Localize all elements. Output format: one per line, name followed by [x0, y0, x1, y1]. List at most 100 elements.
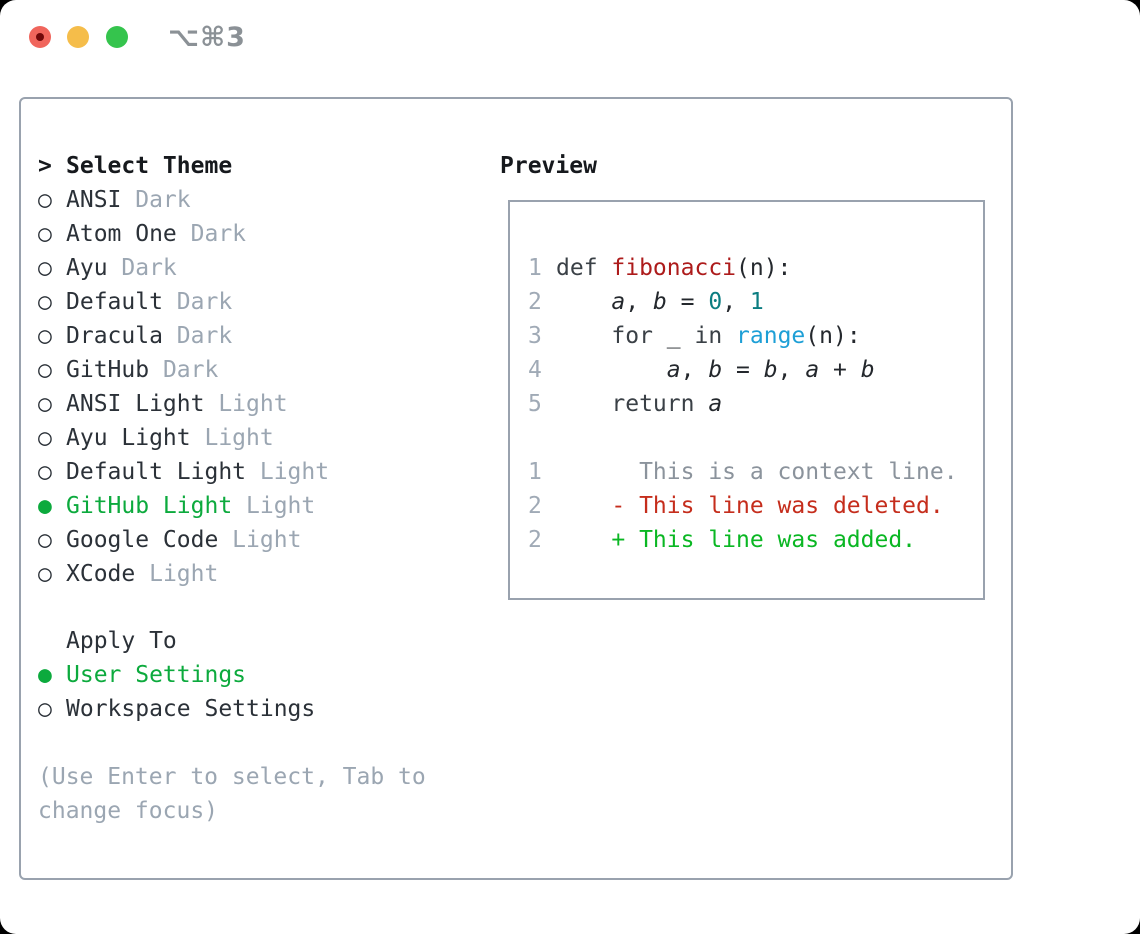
- apply-option[interactable]: ○Workspace Settings: [38, 692, 315, 726]
- theme-name: Default Light: [66, 459, 247, 485]
- theme-option[interactable]: ○ Ayu Light Light: [38, 421, 329, 455]
- radio-icon: ○: [38, 527, 52, 553]
- code-line: 2 + This line was added.: [528, 523, 958, 557]
- code-line: 2 a, b = 0, 1: [528, 285, 958, 319]
- radio-icon: ○: [38, 357, 52, 383]
- line-number: 3: [528, 323, 542, 349]
- radio-selected-icon: ●: [38, 662, 52, 688]
- theme-variant: Dark: [162, 289, 233, 315]
- apply-option-label: User Settings: [66, 662, 247, 688]
- code-token-variable: b: [652, 289, 667, 315]
- theme-option[interactable]: ○ XCode Light: [38, 557, 329, 591]
- code-token-deleted: - This line was deleted.: [611, 493, 944, 519]
- code-token-plain: [556, 323, 611, 349]
- code-token-plain: ,: [722, 289, 750, 315]
- apply-options: ● User Settings ○Workspace Settings: [38, 658, 315, 726]
- theme-variant: Light: [190, 425, 274, 451]
- radio-icon: ○: [38, 561, 52, 587]
- theme-variant: Light: [135, 561, 219, 587]
- line-number: 2: [528, 289, 542, 315]
- apply-to-header: Apply To: [38, 624, 315, 658]
- close-button[interactable]: [29, 26, 51, 48]
- theme-name: XCode: [66, 561, 136, 587]
- theme-name: Atom One: [66, 221, 177, 247]
- code-token-context: This is a context line.: [556, 459, 958, 485]
- code-token-plain: _: [652, 323, 695, 349]
- code-token-plain: [694, 391, 708, 417]
- radio-icon: ○: [38, 425, 52, 451]
- apply-option[interactable]: ● User Settings: [38, 658, 315, 692]
- code-token-plain: ,: [680, 357, 709, 383]
- code-line: 5 return a: [528, 387, 958, 421]
- minimize-button[interactable]: [67, 26, 89, 48]
- line-number: 4: [528, 357, 542, 383]
- radio-icon: ○: [38, 221, 52, 247]
- code-token-keyword: def: [556, 255, 612, 281]
- line-number: 1: [528, 459, 542, 485]
- radio-icon: ○: [38, 323, 52, 349]
- code-token-added: + This line was added.: [611, 527, 917, 553]
- theme-name: ANSI Light: [66, 391, 205, 417]
- code-line: 1 def fibonacci(n):: [528, 251, 958, 285]
- theme-variant: Light: [246, 459, 330, 485]
- code-token-function: fibonacci: [611, 255, 737, 281]
- radio-icon: ○: [38, 255, 52, 281]
- radio-icon: ○: [38, 391, 52, 417]
- radio-selected-icon: ●: [38, 493, 52, 519]
- theme-name: Ayu: [66, 255, 108, 281]
- code-line: 3 for _ in range(n):: [528, 319, 958, 353]
- code-token-number: 0: [708, 289, 723, 315]
- theme-option[interactable]: ○GitHub Dark: [38, 353, 329, 387]
- code-token-plain: [556, 391, 611, 417]
- radio-icon: ○: [38, 696, 52, 722]
- code-token-plain: (n):: [736, 255, 792, 281]
- theme-name: Ayu Light: [66, 425, 191, 451]
- code-line: 1 This is a context line.: [528, 455, 958, 489]
- line-number: 2: [528, 493, 542, 519]
- theme-variant: Dark: [121, 187, 191, 213]
- code-token-plain: [556, 527, 611, 553]
- theme-option[interactable]: ○ Default Dark: [38, 285, 329, 319]
- theme-variant: Light: [218, 527, 302, 553]
- zoom-button[interactable]: [106, 26, 128, 48]
- theme-option[interactable]: ○Google Code Light: [38, 523, 329, 557]
- code-token-plain: (n):: [805, 323, 861, 349]
- theme-name: Default: [66, 289, 163, 315]
- theme-option[interactable]: ●GitHub Light Light: [38, 489, 329, 523]
- code-token-variable: a: [805, 357, 820, 383]
- code-token-plain: ,: [777, 357, 806, 383]
- line-number: 5: [528, 391, 542, 417]
- theme-name: Dracula: [66, 323, 163, 349]
- radio-icon: ○: [38, 289, 52, 315]
- theme-option[interactable]: ○ Default Light Light: [38, 455, 329, 489]
- code-token-plain: [722, 323, 736, 349]
- theme-option[interactable]: ○Atom One Dark: [38, 217, 329, 251]
- code-token-variable: b: [763, 357, 778, 383]
- code-token-variable: b: [860, 357, 875, 383]
- code-token-keyword: for: [611, 323, 653, 349]
- radio-icon: ○: [38, 459, 52, 485]
- apply-to-label: Apply To: [66, 628, 177, 654]
- line-number: 2: [528, 527, 542, 553]
- preview-title: Preview: [500, 153, 597, 179]
- theme-option[interactable]: ○ ANSI Light Light: [38, 387, 329, 421]
- theme-option[interactable]: ○ANSI Dark: [38, 183, 329, 217]
- theme-variant: Light: [204, 391, 288, 417]
- theme-name: ANSI: [66, 187, 122, 213]
- theme-list-title: Select Theme: [66, 153, 233, 179]
- theme-option[interactable]: ○Ayu Dark: [38, 251, 329, 285]
- code-token-keyword: in: [694, 323, 723, 349]
- theme-variant: Dark: [149, 357, 219, 383]
- code-token-plain: ,: [625, 289, 653, 315]
- window-title-shortcut: ⌥⌘3: [168, 22, 246, 53]
- line-number: 1: [528, 255, 542, 281]
- theme-list-header: > Select Theme: [38, 149, 329, 183]
- theme-option[interactable]: ○Dracula Dark: [38, 319, 329, 353]
- code-token-plain: =: [722, 357, 764, 383]
- code-token-plain: [556, 357, 667, 383]
- code-line: 2 - This line was deleted.: [528, 489, 958, 523]
- prompt-icon: >: [38, 153, 52, 179]
- code-line: 4 a, b = b, a + b: [528, 353, 958, 387]
